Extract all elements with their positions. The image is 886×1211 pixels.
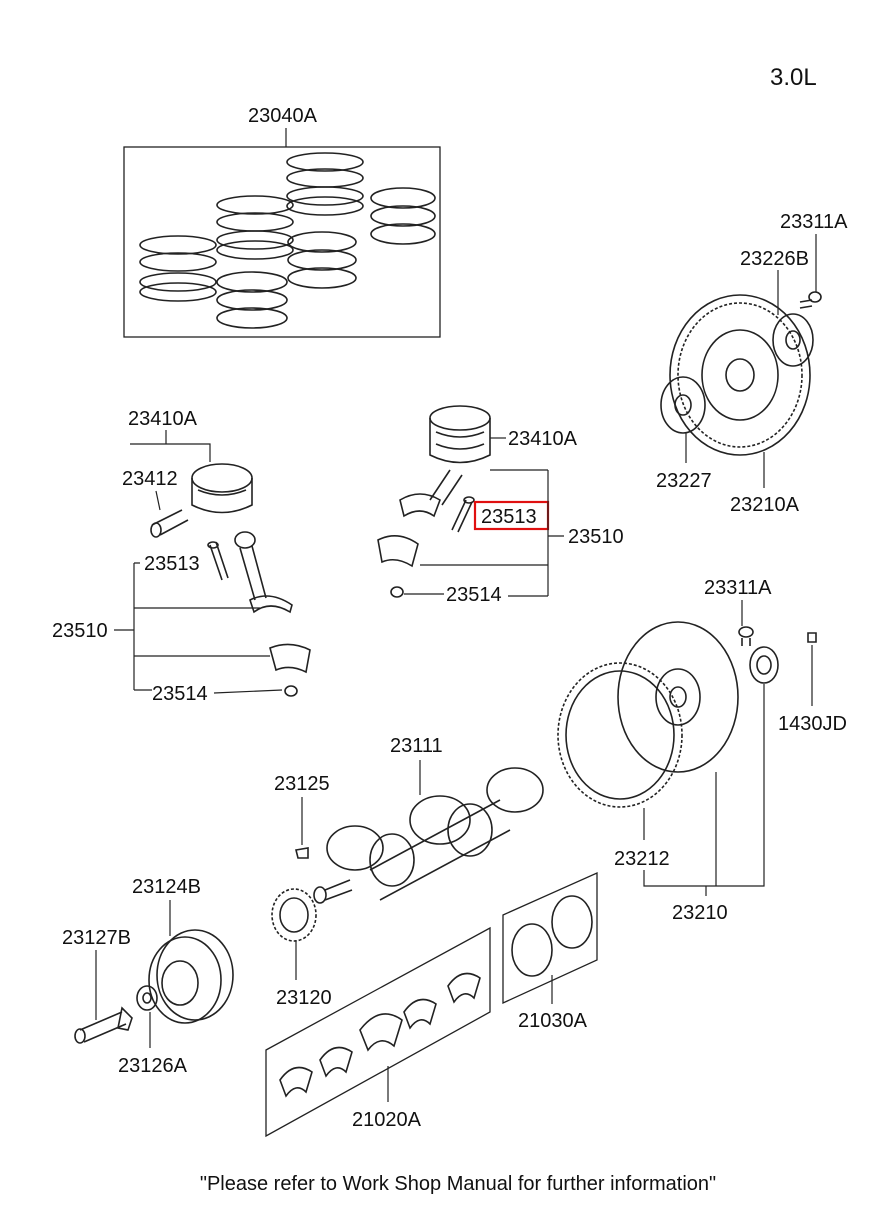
woodruff-key-icon	[295, 847, 309, 859]
label-23227[interactable]: 23227	[656, 470, 712, 492]
label-23412[interactable]: 23412	[122, 468, 178, 490]
piston-left-icon	[191, 463, 253, 514]
label-23510-center[interactable]: 23510	[568, 526, 624, 548]
damper-pulley-icon	[148, 929, 234, 1024]
label-23513-left[interactable]: 23513	[144, 553, 200, 575]
pulley-bolt-icon	[74, 1006, 133, 1044]
engine-label: 3.0L	[770, 64, 817, 91]
label-23210[interactable]: 23210	[672, 902, 728, 924]
label-23514-center[interactable]: 23514	[446, 584, 502, 606]
label-23120[interactable]: 23120	[276, 987, 332, 1009]
piston-pin-icon	[150, 509, 189, 538]
rod-cap-left-icon	[269, 643, 311, 674]
main-bearing-box	[265, 926, 491, 1138]
drive-plate-icon	[617, 621, 739, 773]
label-23210A[interactable]: 23210A	[730, 494, 800, 516]
label-23513-center[interactable]: 23513	[481, 506, 537, 528]
pin-icon	[807, 632, 817, 643]
rod-cap-center-icon	[377, 535, 419, 568]
piston-ring-set-box	[123, 146, 441, 338]
rod-bolt-center-icon	[451, 496, 475, 533]
connecting-rod-left-icon	[234, 531, 293, 614]
drive-plate-bolt-icon	[738, 626, 754, 646]
thrust-bearing-icon	[511, 895, 593, 977]
connecting-rod-center-icon	[399, 469, 463, 518]
label-23410A-center[interactable]: 23410A	[508, 428, 578, 450]
rod-nut-center-icon	[390, 586, 404, 598]
label-23514-left[interactable]: 23514	[152, 683, 208, 705]
label-23410A-left[interactable]: 23410A	[128, 408, 198, 430]
washer-icon	[136, 985, 158, 1011]
label-23111[interactable]: 23111	[390, 735, 443, 757]
piston-center-icon	[429, 405, 491, 464]
thrust-bearing-box	[502, 871, 598, 1005]
label-23126A[interactable]: 23126A	[118, 1055, 188, 1077]
label-23125[interactable]: 23125	[274, 773, 330, 795]
label-23226B[interactable]: 23226B	[740, 248, 809, 270]
crankshaft-icon	[313, 767, 544, 904]
reinforcement-plate-icon	[660, 376, 706, 434]
label-23311A-top[interactable]: 23311A	[780, 211, 848, 233]
label-23212[interactable]: 23212	[614, 848, 670, 870]
adapter-plate-icon	[772, 313, 814, 367]
piston-ring-set-icon	[139, 152, 436, 329]
sprocket-icon	[271, 888, 317, 942]
rod-bolt-left-icon	[207, 541, 229, 581]
label-23127B[interactable]: 23127B	[62, 927, 131, 949]
footer-note: "Please refer to Work Shop Manual for fu…	[200, 1173, 716, 1195]
label-23311A-mid[interactable]: 23311A	[704, 577, 772, 599]
ring-gear-icon	[557, 662, 683, 808]
bushing-icon	[749, 646, 779, 684]
label-21020A[interactable]: 21020A	[352, 1109, 422, 1131]
rod-nut-left-icon	[284, 685, 298, 697]
label-23124B[interactable]: 23124B	[132, 876, 201, 898]
flywheel-bolt-icon	[799, 291, 822, 309]
flywheel-icon	[669, 294, 811, 456]
label-21030A[interactable]: 21030A	[518, 1010, 588, 1032]
label-23510-left[interactable]: 23510	[52, 620, 108, 642]
label-1430JD[interactable]: 1430JD	[778, 713, 847, 735]
main-bearing-icon	[279, 972, 481, 1098]
label-23040A[interactable]: 23040A	[248, 105, 318, 127]
